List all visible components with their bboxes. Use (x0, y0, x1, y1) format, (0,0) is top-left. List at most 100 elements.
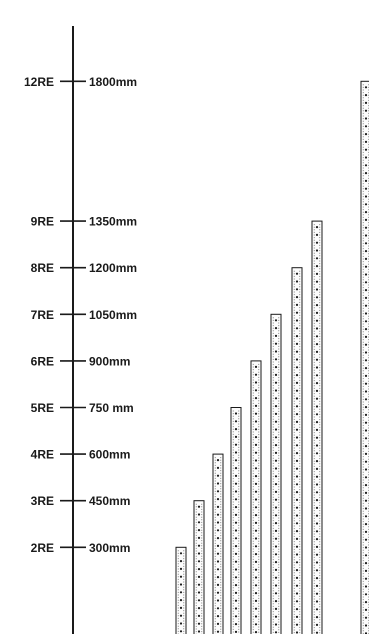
rail-hole (197, 599, 201, 602)
rail-hole (315, 257, 319, 260)
rail-hole (295, 452, 299, 455)
rail-hole (179, 552, 183, 555)
rail-9re (311, 220, 323, 634)
mm-label: 450mm (89, 494, 130, 508)
rail-hole (295, 514, 299, 517)
rail-hole (234, 451, 238, 454)
rail-hole (364, 601, 368, 604)
rail-hole (254, 498, 258, 501)
rail-hole (254, 568, 258, 571)
rail-hole (295, 397, 299, 400)
rail-hole (364, 179, 368, 182)
rail-hole (179, 630, 183, 633)
rail-hole (364, 125, 368, 128)
rail-hole (197, 536, 201, 540)
rail-hole (197, 544, 201, 547)
rail-hole (254, 389, 258, 392)
rail-hole (364, 218, 368, 221)
rail-hole (234, 435, 238, 438)
rail-hole (315, 304, 319, 307)
rail-hole (274, 600, 278, 603)
rail-hole (234, 568, 238, 571)
rail-hole (315, 249, 319, 252)
rail-hole (364, 328, 368, 331)
rail-hole (295, 467, 299, 470)
rail-hole (254, 420, 258, 423)
rail-4re (212, 453, 224, 634)
rail-hole (197, 583, 201, 586)
rail-hole (364, 530, 368, 534)
rail-body (193, 500, 205, 634)
rail-hole (295, 436, 299, 439)
rail-hole (234, 623, 238, 626)
rail-hole (274, 475, 278, 478)
rail-hole (197, 529, 201, 532)
rail-hole (295, 537, 299, 541)
rail-hole (274, 568, 278, 572)
rail-hole (216, 544, 220, 548)
re-label: 5RE (31, 401, 54, 415)
rail-hole (295, 623, 299, 626)
rail-hole (364, 156, 368, 159)
rail-hole (295, 389, 299, 392)
rail-hole (364, 476, 368, 479)
rail-hole (179, 591, 183, 594)
rail-hole (254, 397, 258, 400)
rail-hole (254, 404, 258, 407)
rail-hole (295, 475, 299, 478)
rail-hole (364, 593, 368, 596)
rail-hole (364, 86, 368, 89)
rail-hole (274, 366, 278, 369)
rail-hole (364, 538, 368, 541)
rail-hole (234, 529, 238, 532)
rail-hole (274, 405, 278, 408)
rail-hole (274, 397, 278, 400)
rail-hole (216, 459, 220, 462)
rail-hole (216, 607, 220, 610)
rail-hole (234, 630, 238, 634)
rail-hole (315, 467, 319, 470)
rail-hole (315, 374, 319, 377)
rail-hole (295, 631, 299, 634)
rail-hole (315, 514, 319, 517)
rail-hole (216, 568, 220, 571)
rail-hole (364, 320, 368, 323)
rail-body (212, 453, 224, 634)
rail-hole (216, 622, 220, 626)
rail-hole (216, 505, 220, 508)
rail-hole (364, 562, 368, 565)
rail-hole (274, 444, 278, 447)
rail-hole (364, 133, 368, 136)
rail-hole (274, 428, 278, 431)
rail-hole (216, 521, 220, 524)
mm-label: 1050mm (89, 308, 137, 322)
rail-hole (364, 499, 368, 502)
rail-hole (295, 350, 299, 353)
rail-hole (234, 584, 238, 587)
rail-body (270, 313, 282, 634)
rail-hole (254, 436, 258, 439)
rail-hole (364, 624, 368, 627)
rail-hole (315, 491, 319, 494)
rail-hole (234, 545, 238, 548)
rail-hole (254, 607, 258, 610)
rail-hole (364, 257, 368, 260)
rail-3re (193, 500, 205, 634)
rail-hole (274, 358, 278, 361)
rail-hole (179, 622, 183, 625)
rail-hole (274, 451, 278, 454)
rail-hole (274, 615, 278, 618)
rail-hole (295, 335, 299, 338)
rail-hole (274, 350, 278, 353)
rail-hole (315, 584, 319, 588)
rail-hole (364, 507, 368, 510)
rail-hole (179, 599, 183, 602)
rail-hole (234, 521, 238, 524)
rail-hole (197, 607, 201, 610)
rail-hole (295, 342, 299, 345)
rail-hole (295, 506, 299, 509)
